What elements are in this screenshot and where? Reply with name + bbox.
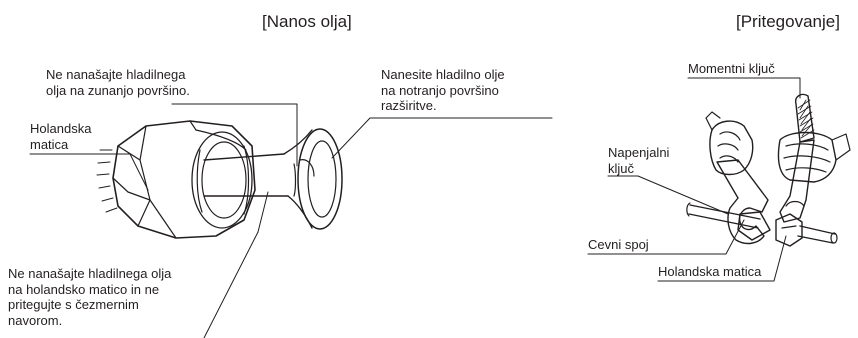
label-no-oil-on-nut: Ne nanašajte hladilnega olja na holandsk… [8,266,172,328]
label-pipe-union: Cevni spoj [588,237,649,252]
flare-nut-illustration [96,120,256,239]
tightening-illustration [686,93,851,247]
pipe-illustration [203,128,343,230]
label-torque-wrench: Momentni ključ [688,61,775,76]
label-no-oil-outer-surface: Ne nanašajte hladilnega olja na zunanjo … [46,67,190,98]
label-spanner: Napenjalni ključ [608,145,670,176]
left-section-title: [Nanos olja] [262,12,352,31]
label-apply-oil-inner-surface: Nanesite hladilno olje na notranjo površ… [381,67,505,113]
label-flare-nut-left: Holandska matica [30,121,92,152]
label-flare-nut-right: Holandska matica [658,264,762,279]
leader-lines-left [29,103,553,338]
right-section-title: [Pritegovanje] [736,12,840,31]
leader-lines-right [587,77,801,282]
